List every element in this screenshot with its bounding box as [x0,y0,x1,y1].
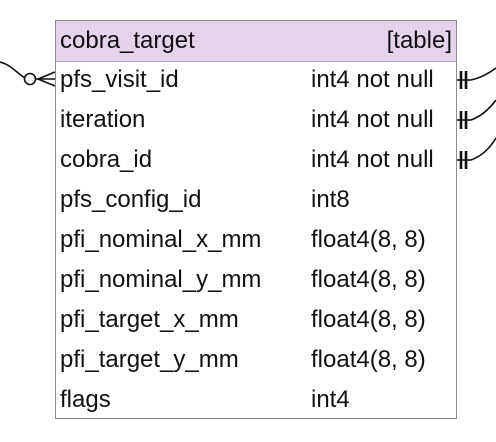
column-name: pfi_target_y_mm [60,346,239,373]
column-name: pfi_nominal_x_mm [60,226,262,253]
column-type: int4 [311,386,350,413]
double-bar-one-icon [457,137,496,169]
column-row-iteration[interactable]: iteration int4 not null [56,101,456,141]
column-row-flags[interactable]: flags int4 [56,381,456,421]
column-type: float4(8, 8) [311,346,426,373]
column-name: pfi_nominal_y_mm [60,266,262,293]
column-row-pfi-nominal-x-mm[interactable]: pfi_nominal_x_mm float4(8, 8) [56,221,456,261]
column-type: int4 not null [311,66,434,93]
column-name: pfi_target_x_mm [60,306,239,333]
column-type: int8 [311,186,350,213]
column-name: pfs_config_id [60,186,202,213]
table-name: cobra_target [60,27,195,54]
column-row-cobra-id[interactable]: cobra_id int4 not null [56,141,456,181]
column-row-pfs-config-id[interactable]: pfs_config_id int8 [56,181,456,221]
column-row-pfs-visit-id[interactable]: pfs_visit_id int4 not null [56,61,456,101]
column-name: iteration [60,106,146,133]
column-type: float4(8, 8) [311,306,426,333]
column-row-pfi-target-y-mm[interactable]: pfi_target_y_mm float4(8, 8) [56,341,456,381]
column-name: flags [60,386,111,413]
column-name: pfs_visit_id [60,66,179,93]
column-type: int4 not null [311,146,434,173]
table-entity[interactable]: cobra_target [table] pfs_visit_id int4 n… [55,20,457,419]
table-header[interactable]: cobra_target [table] [56,21,456,62]
crowfoot-zero-many-icon [0,61,56,87]
column-row-pfi-nominal-y-mm[interactable]: pfi_nominal_y_mm float4(8, 8) [56,261,456,301]
table-kind: [table] [386,27,452,54]
column-type: float4(8, 8) [311,226,426,253]
column-row-pfi-target-x-mm[interactable]: pfi_target_x_mm float4(8, 8) [56,301,456,341]
column-type: int4 not null [311,106,434,133]
column-type: float4(8, 8) [311,266,426,293]
double-bar-one-icon [457,99,496,129]
column-name: cobra_id [60,146,153,173]
double-bar-one-icon [457,67,496,89]
